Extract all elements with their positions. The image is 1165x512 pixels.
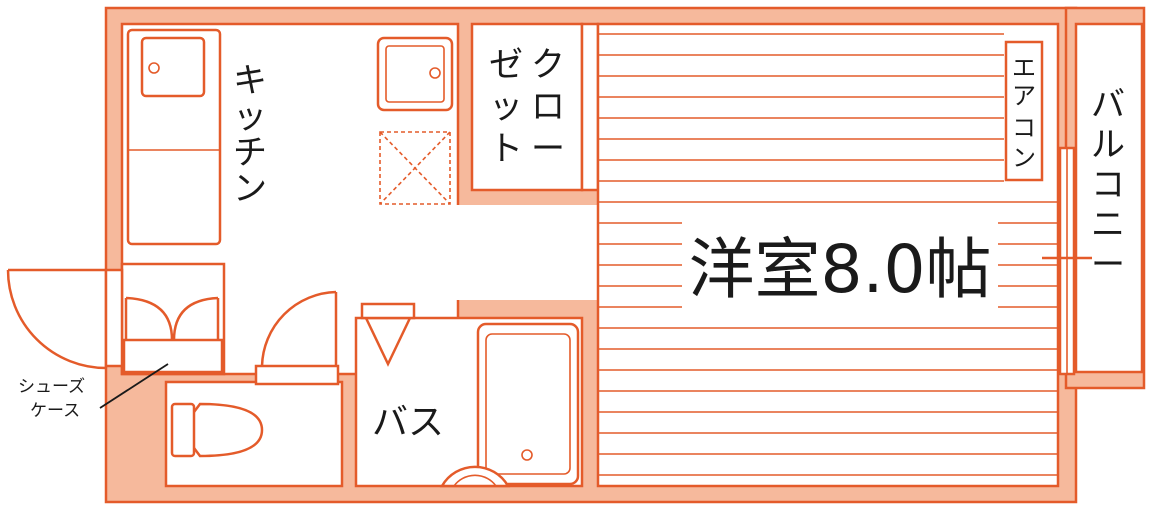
shoe-case-label-1: シューズ [18, 377, 85, 397]
svg-text:ト: ト [489, 129, 523, 169]
svg-text:ッ: ッ [233, 97, 267, 137]
washing-machine [376, 36, 454, 112]
svg-text:コ: コ [1012, 114, 1036, 142]
bathtub [476, 322, 580, 486]
air-conditioner [1004, 40, 1044, 182]
svg-text:ル: ル [1091, 125, 1125, 165]
entrance-door-frame [104, 268, 124, 368]
toilet-tank [170, 402, 196, 458]
svg-text:ン: ン [1012, 144, 1036, 172]
toilet-door [260, 290, 338, 367]
svg-text:コ: コ [1091, 165, 1125, 205]
svg-text:チ: チ [233, 133, 267, 173]
svg-text:バ: バ [1091, 85, 1125, 125]
svg-text:ン: ン [233, 169, 267, 209]
toilet-room [164, 380, 344, 488]
svg-text:ニ: ニ [1091, 205, 1125, 245]
western-room-label-bg [682, 216, 998, 308]
kitchen-lower-floor [456, 205, 602, 300]
svg-text:エ: エ [1012, 54, 1036, 82]
svg-text:ー: ー [531, 129, 565, 169]
fridge-space [379, 131, 451, 205]
shoe-case-label-2: ケース [30, 401, 80, 421]
closet [470, 22, 584, 192]
kitchen-sink [140, 36, 206, 98]
bath-sink [360, 302, 416, 320]
svg-text:キ: キ [233, 61, 267, 101]
shoe-case-leader [99, 363, 169, 409]
svg-text:ゼ: ゼ [489, 45, 523, 85]
kitchen-label: キ ッ チ ン [233, 61, 267, 209]
svg-text:ッ: ッ [489, 87, 523, 127]
balcony-inner [1074, 22, 1144, 374]
svg-text:ー: ー [1091, 245, 1125, 285]
balcony-label: バ ル コ ニ ー [1091, 85, 1125, 285]
bath-label: バス [372, 402, 444, 443]
western-room-label: 洋室8.0帖 [689, 231, 992, 308]
toilet-bowl [193, 402, 264, 458]
closet-label: ク ロ ー ゼ ッ ト [489, 45, 565, 169]
entrance-door [6, 268, 107, 370]
svg-text:ク: ク [531, 45, 565, 85]
closet-door-frame [580, 22, 600, 192]
aircon-label: エ ア コ ン [1012, 54, 1036, 172]
svg-text:ア: ア [1012, 82, 1036, 110]
svg-text:ロ: ロ [531, 87, 565, 127]
